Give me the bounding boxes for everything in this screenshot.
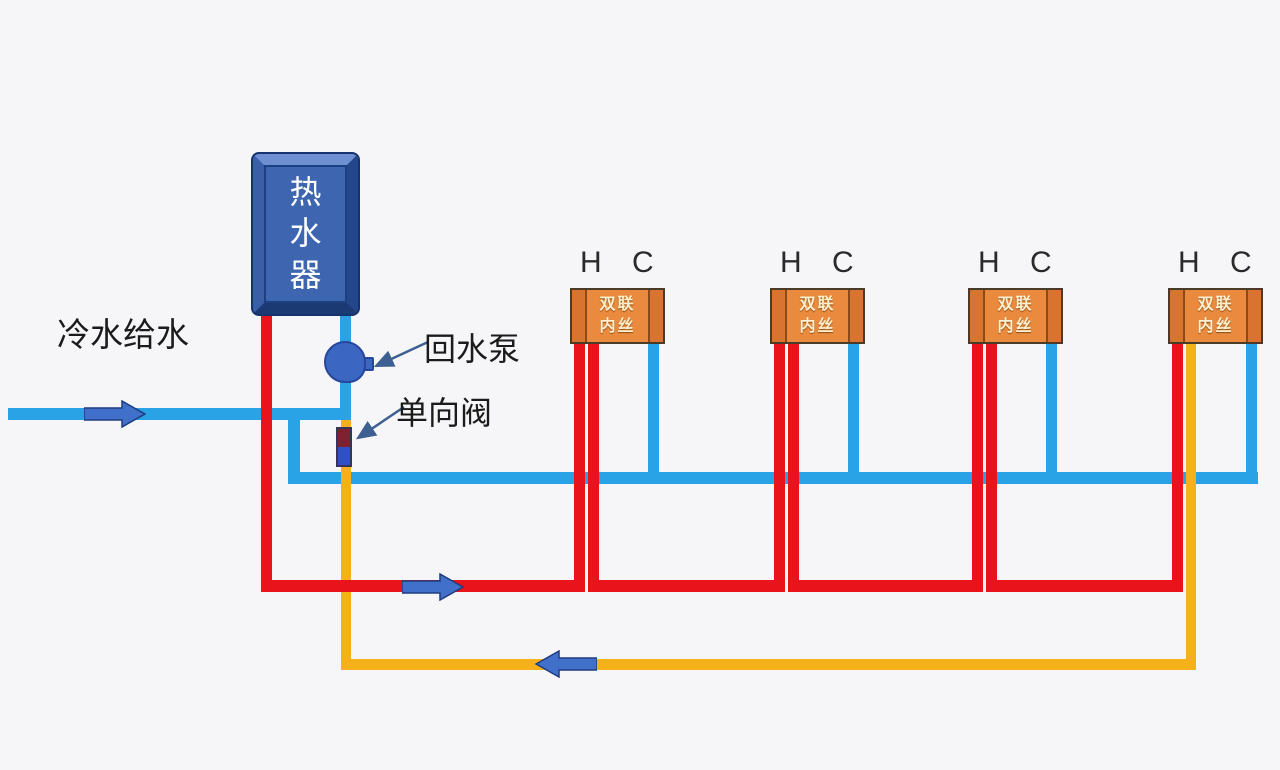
fixture-1-label-line1: 双联 bbox=[599, 296, 636, 314]
fixture-3-label-line1: 双联 bbox=[997, 296, 1034, 314]
fixture-2-label-line1: 双联 bbox=[799, 296, 836, 314]
pump-icon bbox=[324, 341, 366, 383]
fixture-4-cold-riser-pipe bbox=[1246, 343, 1257, 484]
fixture-4-left-cap bbox=[1170, 290, 1185, 342]
fixture-1-right-cap bbox=[648, 290, 663, 342]
fixture-2-right-cap bbox=[848, 290, 863, 342]
fixture-3-right-cap bbox=[1046, 290, 1061, 342]
fixture-2-cold-port-label: C bbox=[832, 246, 854, 279]
fixture-4-hot-riser-up-pipe bbox=[1172, 343, 1183, 592]
pipe-cold-branch-vertical bbox=[288, 414, 300, 484]
fixture-1-cold-port-label: C bbox=[632, 246, 654, 279]
fixture-1-box: 双联 内丝 bbox=[570, 288, 665, 344]
fixture-4-hot-port-label: H bbox=[1178, 246, 1200, 279]
fixture-2-cold-riser-pipe bbox=[848, 343, 859, 484]
fixture-3-box: 双联 内丝 bbox=[968, 288, 1063, 344]
pipe-cold-manifold-horizontal bbox=[288, 472, 1258, 484]
fixture-4: H C 双联 内丝 bbox=[1168, 246, 1263, 676]
fixture-3-cold-riser-pipe bbox=[1046, 343, 1057, 484]
fixture-1-hot-riser-up-pipe bbox=[574, 343, 585, 592]
pump-callout-arrow bbox=[373, 340, 429, 368]
fixture-2-hot-riser-up-pipe bbox=[774, 343, 785, 592]
pipe-hot-manifold-segment-2 bbox=[588, 580, 785, 592]
check-valve-icon bbox=[336, 427, 352, 467]
fixture-3-left-cap bbox=[970, 290, 985, 342]
cold-supply-label: 冷水给水 bbox=[57, 316, 189, 353]
fixture-2-label: 双联 内丝 bbox=[787, 290, 848, 342]
fixture-1-label: 双联 内丝 bbox=[587, 290, 648, 342]
fixture-3: H C 双联 内丝 bbox=[968, 246, 1063, 676]
fixture-2-label-line2: 内丝 bbox=[799, 318, 836, 335]
fixture-1-hot-riser-down-pipe bbox=[588, 343, 599, 592]
check-valve-top bbox=[338, 429, 350, 447]
fixture-4-label: 双联 内丝 bbox=[1185, 290, 1246, 342]
fixture-1-left-cap bbox=[572, 290, 587, 342]
water-heater-label: 热水器 bbox=[289, 173, 322, 293]
fixture-3-cold-port-label: C bbox=[1030, 246, 1052, 279]
cold-supply-flow-arrow-right-icon bbox=[84, 400, 146, 428]
fixture-3-hot-port-label: H bbox=[978, 246, 1000, 279]
fixture-3-hot-riser-down-pipe bbox=[986, 343, 997, 592]
fixture-4-right-cap bbox=[1246, 290, 1261, 342]
fixture-3-label: 双联 内丝 bbox=[985, 290, 1046, 342]
fixture-4-return-riser-pipe bbox=[1186, 343, 1196, 670]
fixture-4-box: 双联 内丝 bbox=[1168, 288, 1263, 344]
pipe-return-vertical-left bbox=[341, 420, 351, 670]
pipe-return-bottom-horizontal bbox=[341, 659, 1196, 670]
fixture-1-hot-port-label: H bbox=[580, 246, 602, 279]
fixture-4-label-line2: 内丝 bbox=[1197, 318, 1234, 335]
fixture-2-hot-port-label: H bbox=[780, 246, 802, 279]
pipe-hot-manifold-segment-3 bbox=[788, 580, 983, 592]
fixture-2-box: 双联 内丝 bbox=[770, 288, 865, 344]
water-heater: 热水器 bbox=[253, 154, 358, 314]
fixture-4-label-line1: 双联 bbox=[1197, 296, 1234, 314]
fixture-1-label-line2: 内丝 bbox=[599, 318, 636, 335]
hot-manifold-flow-arrow-right-icon bbox=[402, 573, 464, 601]
pump-label: 回水泵 bbox=[424, 331, 521, 367]
fixture-3-hot-riser-up-pipe bbox=[972, 343, 983, 592]
fixture-2-hot-riser-down-pipe bbox=[788, 343, 799, 592]
fixture-2: H C 双联 内丝 bbox=[770, 246, 865, 676]
fixture-1: H C 双联 内丝 bbox=[570, 246, 665, 676]
check-valve-label: 单向阀 bbox=[396, 395, 493, 431]
fixture-1-cold-riser-pipe bbox=[648, 343, 659, 484]
check-valve-bottom bbox=[338, 447, 350, 465]
fixture-4-cold-port-label: C bbox=[1230, 246, 1252, 279]
fixture-3-label-line2: 内丝 bbox=[997, 318, 1034, 335]
return-flow-arrow-left-icon bbox=[535, 650, 597, 678]
pipe-heater-hot-outlet-vertical bbox=[261, 310, 272, 592]
fixture-2-left-cap bbox=[772, 290, 787, 342]
pipe-hot-manifold-segment-4 bbox=[986, 580, 1183, 592]
